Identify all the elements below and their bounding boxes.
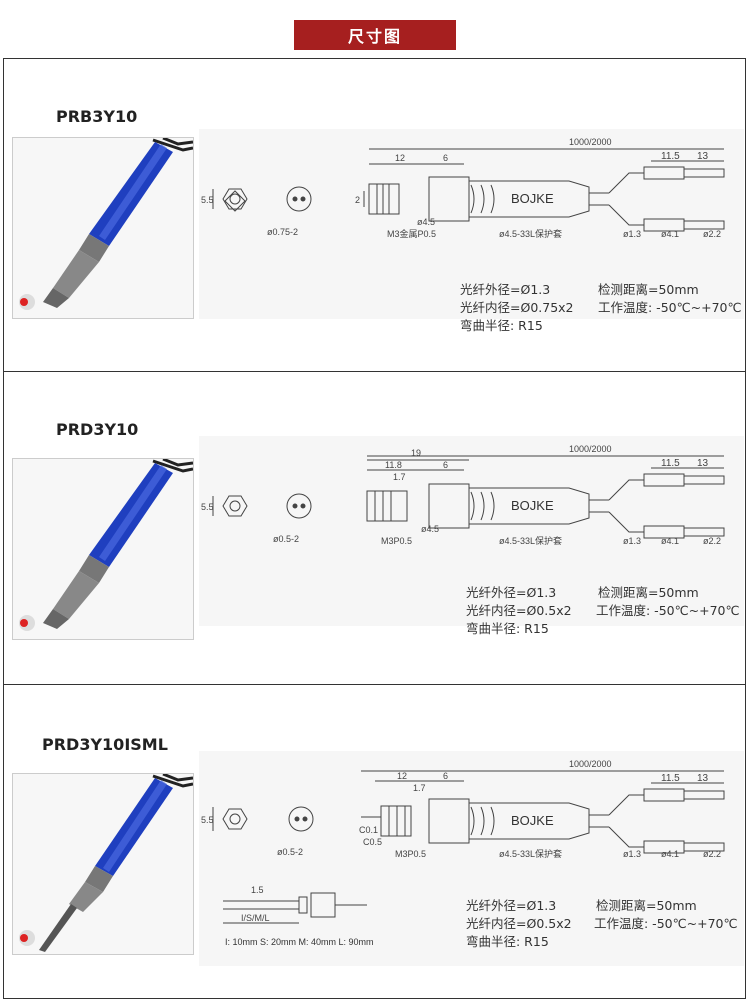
product-panel-2: PRD3Y10: [3, 371, 746, 686]
brand-label: BOJKE: [511, 191, 554, 206]
section-header: 尺寸图: [294, 20, 456, 50]
isml-legend: I: 10mm S: 20mm M: 40mm L: 90mm: [225, 937, 374, 947]
spec-bend: 弯曲半径: R15: [466, 621, 549, 636]
product-photo: [12, 136, 194, 319]
product-photo: [12, 772, 194, 955]
dim-hex: 5.5: [201, 815, 214, 825]
spec-distance: 检测距离=50mm: [598, 585, 699, 600]
drawing-svg: 1000/2000 19 11.8 1.7 6 5.5 ø0.5-2 M3P0.…: [201, 444, 725, 546]
dim-d: 13: [697, 773, 709, 784]
spec-outer: 光纤外径=Ø1.3: [466, 585, 557, 600]
dim-e: 1.7: [413, 783, 426, 793]
spec-distance: 检测距离=50mm: [596, 898, 697, 913]
spec-inner: 光纤内径=Ø0.5x2: [466, 603, 572, 618]
dim-d: 13: [697, 151, 709, 162]
dim-a: 11.8: [385, 460, 402, 470]
dim-a: 12: [395, 153, 405, 163]
model-title: PRD3Y10ISML: [42, 735, 168, 754]
spec-outer: 光纤外径=Ø1.3: [460, 282, 551, 297]
dim-thread: M3P0.5: [395, 849, 426, 859]
dim-tip: 2: [355, 195, 360, 205]
product-photo: [12, 457, 194, 640]
dim-tube: 1.5: [251, 885, 264, 895]
drawing-svg: 1000/2000 12 1.7 6 C0.1 C0.5 5.5 ø0.5-2 …: [201, 759, 725, 947]
brand-label: BOJKE: [511, 498, 554, 513]
dim-hex: 5.5: [201, 195, 214, 205]
product-panel-3: PRD3Y10ISML: [3, 684, 746, 999]
product-panel-1: PRB3Y10: [3, 58, 746, 373]
dim-c: 11.5: [661, 458, 680, 469]
dim-e: 1.7: [393, 472, 406, 482]
model-title: PRD3Y10: [56, 420, 139, 439]
dim-dia: ø4.5: [417, 217, 435, 227]
dim-b: 6: [443, 460, 448, 470]
model-title: PRB3Y10: [56, 107, 138, 126]
drawing-svg: 1000/2000 12 6 2 5.5 ø0.75-2 M3金属P0.5 ø4…: [201, 137, 725, 239]
dim-dia: ø4.5: [421, 524, 439, 534]
dimension-drawing: 1000/2000 19 11.8 1.7 6 5.5 ø0.5-2 M3P0.…: [199, 436, 744, 626]
dim-c: 11.5: [661, 773, 680, 784]
dim-d3: ø2.2: [703, 536, 721, 546]
brand-label: BOJKE: [511, 813, 554, 828]
spec-bend: 弯曲半径: R15: [460, 318, 543, 333]
dim-front: ø0.5-2: [273, 534, 299, 544]
spec-temp: 工作温度: -50℃~+70℃: [594, 916, 738, 931]
dim-d1: ø1.3: [623, 536, 641, 546]
dim-c: 11.5: [661, 151, 680, 162]
dim-d3: ø2.2: [703, 229, 721, 239]
dim-d2: ø4.1: [661, 229, 679, 239]
spec-outer: 光纤外径=Ø1.3: [466, 898, 557, 913]
dim-thread: M3金属P0.5: [387, 228, 436, 239]
spec-inner: 光纤内径=Ø0.5x2: [466, 916, 572, 931]
dim-total: 1000/2000: [569, 444, 612, 454]
dim-d3: ø2.2: [703, 849, 721, 859]
spec-distance: 检测距离=50mm: [598, 282, 699, 297]
dim-b: 6: [443, 153, 448, 163]
dimension-drawing: 1000/2000 12 6 2 5.5 ø0.75-2 M3金属P0.5 ø4…: [199, 129, 744, 319]
dim-total: 1000/2000: [569, 759, 612, 769]
dim-b: 6: [443, 771, 448, 781]
dim-sleeve: ø4.5-33L保护套: [499, 228, 562, 239]
dim-sleeve: ø4.5-33L保护套: [499, 848, 562, 859]
spec-bend: 弯曲半径: R15: [466, 934, 549, 949]
dim-hex: 5.5: [201, 502, 214, 512]
dim-c05: C0.5: [363, 837, 382, 847]
dim-d2: ø4.1: [661, 849, 679, 859]
spec-inner: 光纤内径=Ø0.75x2: [460, 300, 574, 315]
dim-a: 12: [397, 771, 407, 781]
spec-temp: 工作温度: -50℃~+70℃: [596, 603, 740, 618]
dim-d1: ø1.3: [623, 849, 641, 859]
dim-total: 1000/2000: [569, 137, 612, 147]
dim-isml: I/S/M/L: [241, 913, 270, 923]
dim-d2: ø4.1: [661, 536, 679, 546]
dim-sleeve: ø4.5-33L保护套: [499, 535, 562, 546]
dim-d1: ø1.3: [623, 229, 641, 239]
dim-len: 19: [411, 448, 421, 458]
dim-c01: C0.1: [359, 825, 378, 835]
dim-front: ø0.5-2: [277, 847, 303, 857]
spec-temp: 工作温度: -50℃~+70℃: [598, 300, 742, 315]
dim-front: ø0.75-2: [267, 227, 298, 237]
dim-thread: M3P0.5: [381, 536, 412, 546]
dimension-drawing: 1000/2000 12 1.7 6 C0.1 C0.5 5.5 ø0.5-2 …: [199, 751, 744, 966]
dim-d: 13: [697, 458, 709, 469]
